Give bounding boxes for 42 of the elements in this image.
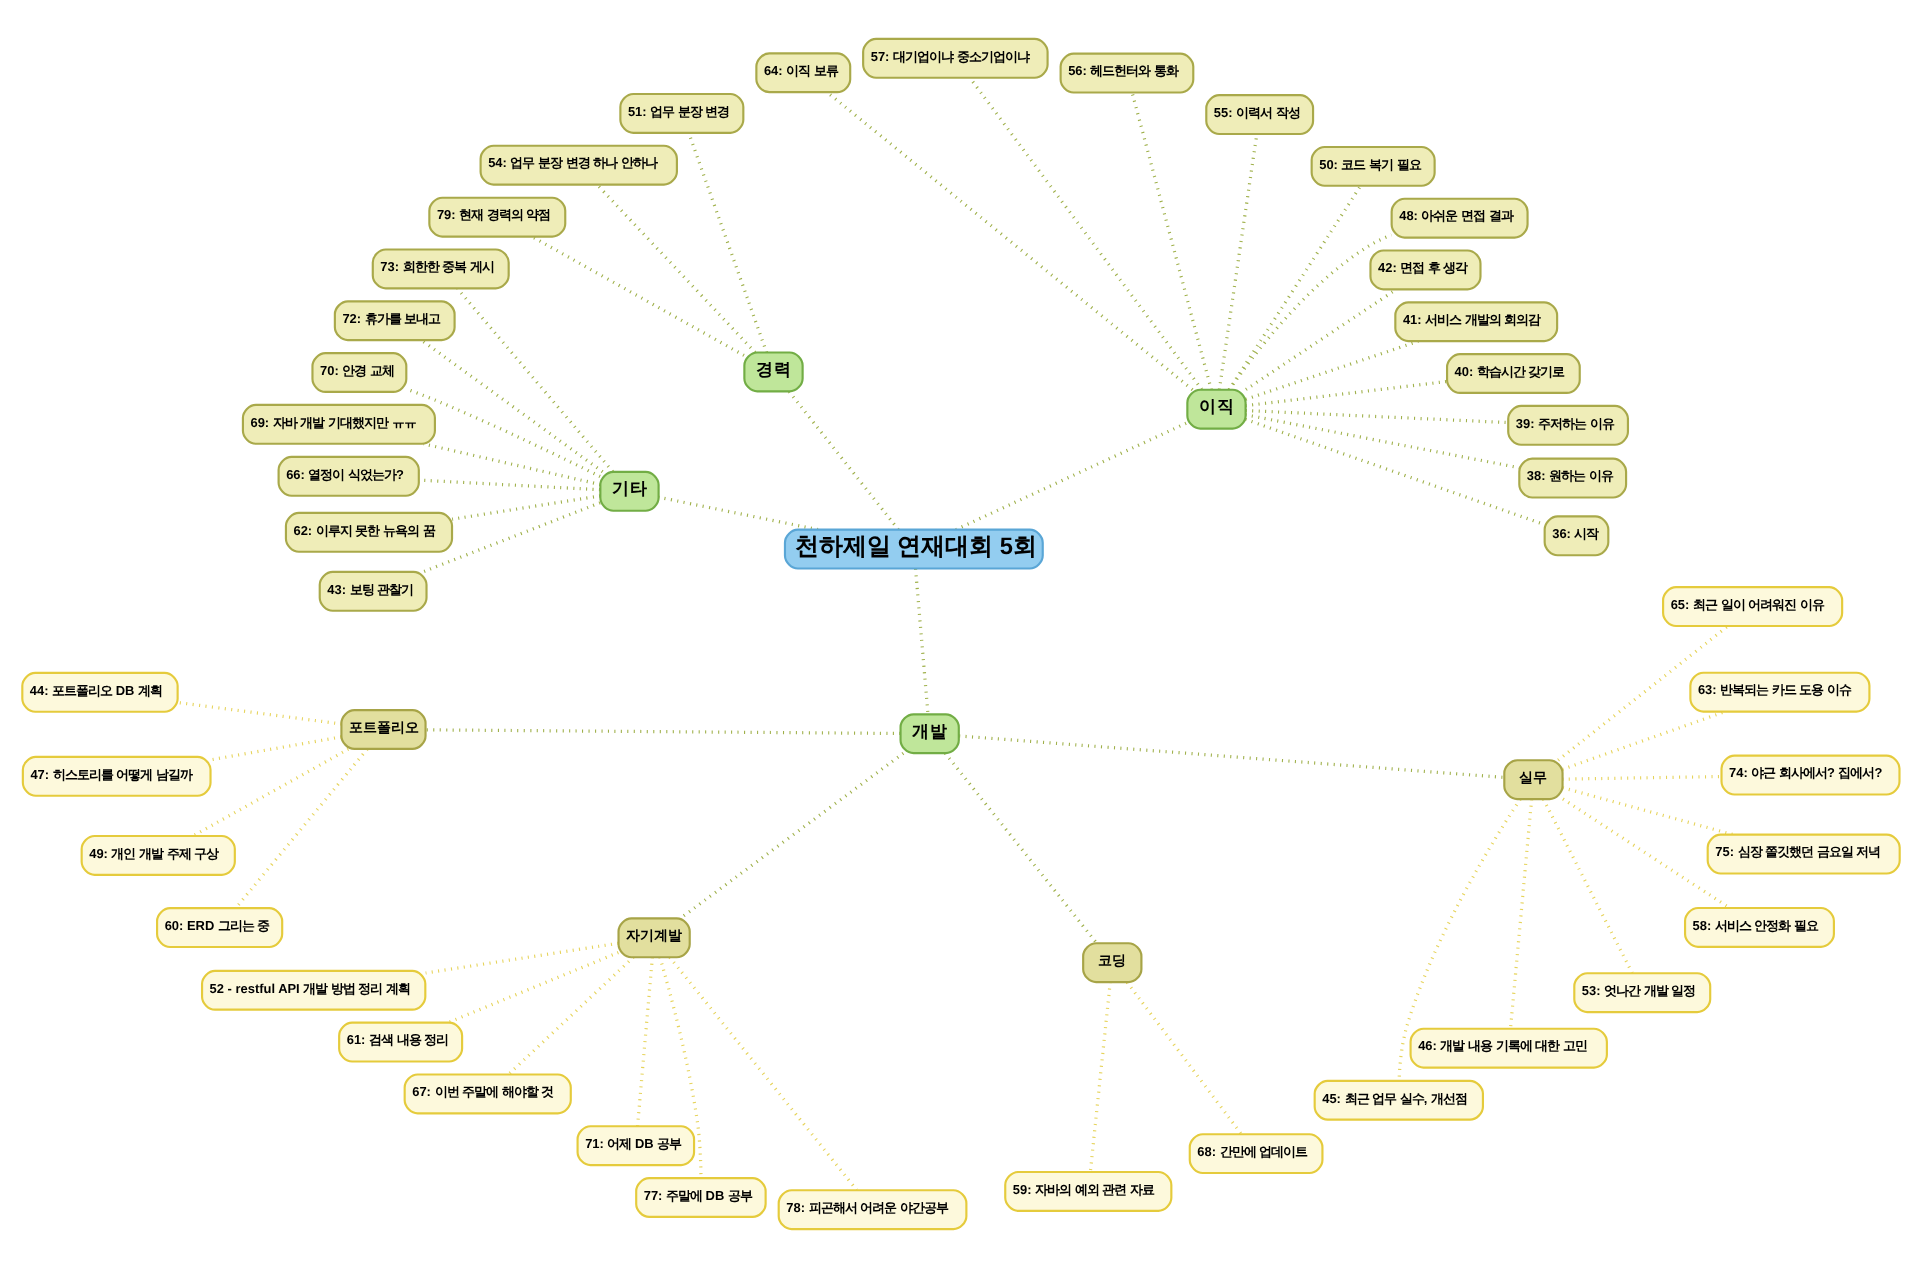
connector [667, 956, 857, 1191]
connector [421, 501, 600, 574]
connector [1244, 339, 1418, 401]
connector [209, 735, 341, 762]
connector [1216, 134, 1258, 390]
connector [1507, 799, 1533, 1029]
connector [1087, 982, 1111, 1173]
connector [176, 700, 341, 726]
connector [419, 339, 603, 474]
connector [678, 751, 904, 920]
connector [450, 494, 600, 521]
node-box: 이직 [1185, 388, 1246, 430]
connector [1561, 786, 1733, 837]
connector [233, 748, 368, 909]
connector [424, 941, 618, 975]
node-box: 천하제일 연재대회 5회 [782, 528, 1043, 570]
connector [455, 287, 613, 473]
connector [446, 951, 618, 1025]
connector [418, 478, 600, 492]
connector [1124, 981, 1242, 1135]
connector [530, 235, 744, 357]
connector [1541, 798, 1633, 974]
connector [825, 91, 1193, 391]
node-box: 개발 [898, 713, 959, 755]
connector [424, 728, 900, 736]
connector [786, 390, 899, 531]
connector [1129, 92, 1212, 391]
connector [967, 77, 1202, 391]
connector [1244, 288, 1396, 391]
connector [1244, 417, 1544, 527]
connector [404, 387, 600, 478]
connector [943, 752, 1098, 945]
connector [1561, 797, 1730, 910]
connector [1561, 710, 1725, 771]
node-box: 기타 [598, 470, 659, 512]
connector [1396, 798, 1521, 1081]
connector [1227, 233, 1392, 391]
connector [595, 183, 756, 354]
connector [1226, 185, 1361, 391]
node-box: 경력 [742, 351, 803, 393]
connector [506, 956, 634, 1076]
connector [1556, 624, 1728, 762]
